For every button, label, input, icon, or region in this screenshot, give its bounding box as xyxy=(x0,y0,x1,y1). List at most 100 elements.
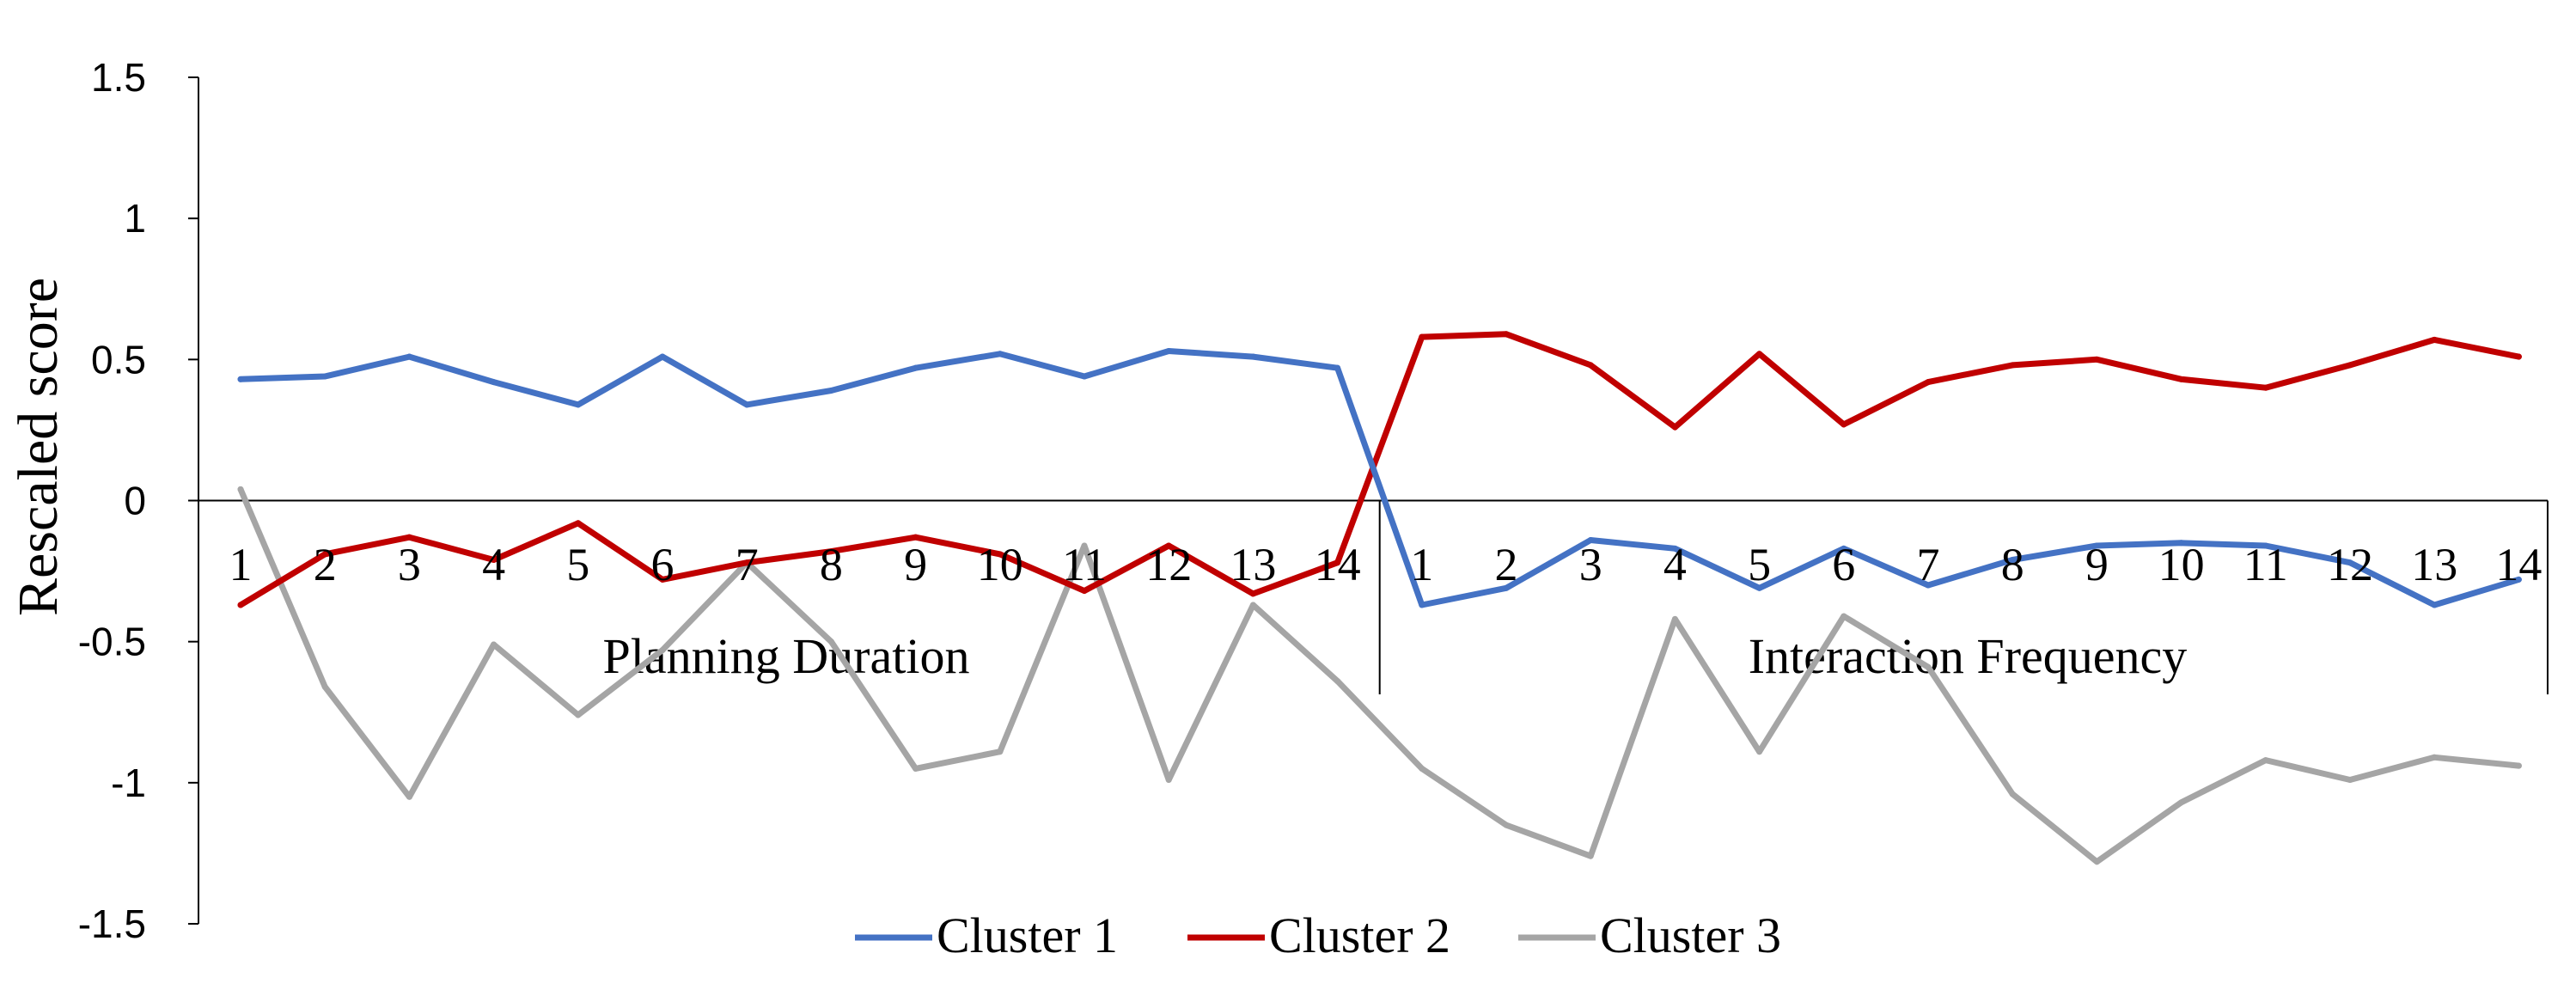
x-tick-label: 9 xyxy=(2085,539,2109,590)
data-point xyxy=(1334,559,1341,566)
x-tick-label: 7 xyxy=(736,539,759,590)
x-tick-label: 7 xyxy=(1917,539,1940,590)
data-point xyxy=(1081,588,1088,595)
data-point xyxy=(575,712,582,718)
x-tick-label: 1 xyxy=(1410,539,1433,590)
data-point xyxy=(1503,584,1510,591)
data-point xyxy=(1419,602,1425,608)
y-tick-label: -1 xyxy=(111,761,146,805)
x-tick-label: 4 xyxy=(482,539,505,590)
series-line xyxy=(237,331,2522,608)
legend-label: Cluster 3 xyxy=(1600,907,1781,963)
data-point xyxy=(1503,331,1510,338)
series-cluster-3 xyxy=(237,486,2522,865)
series-cluster-2 xyxy=(237,331,2522,608)
data-point xyxy=(2347,777,2353,784)
series-cluster-1 xyxy=(237,347,2522,608)
data-point xyxy=(659,353,666,360)
data-point xyxy=(1671,545,1678,552)
data-point xyxy=(321,683,328,690)
data-point xyxy=(827,387,834,394)
x-tick-label: 10 xyxy=(2158,539,2205,590)
data-point xyxy=(2431,602,2438,608)
legend-label: Cluster 2 xyxy=(1269,907,1450,963)
data-point xyxy=(2009,556,2016,563)
data-point xyxy=(1840,421,1847,428)
data-point xyxy=(491,641,497,648)
data-point xyxy=(1165,542,1172,549)
series xyxy=(237,331,2522,865)
y-tick-label: -1.5 xyxy=(78,901,146,946)
y-ticks: 1.510.50-0.5-1-1.5 xyxy=(78,55,198,946)
data-point xyxy=(237,376,244,382)
x-tick-label: 6 xyxy=(1832,539,1855,590)
data-point xyxy=(1756,351,1763,357)
data-point xyxy=(1165,777,1172,784)
data-point xyxy=(321,373,328,380)
y-axis-label: Rescaled score xyxy=(7,278,70,616)
x-tick-label: 12 xyxy=(2327,539,2373,590)
data-point xyxy=(2093,356,2100,363)
data-point xyxy=(237,602,244,608)
data-point xyxy=(997,748,1004,755)
x-tick-label: 14 xyxy=(2495,539,2542,590)
data-point xyxy=(2009,362,2016,369)
x-tick-label: 2 xyxy=(314,539,337,590)
group-label-planning-duration: Planning Duration xyxy=(603,628,970,684)
data-point xyxy=(1165,347,1172,354)
data-point xyxy=(2515,762,2522,769)
y-tick-label: 0 xyxy=(124,479,146,523)
legend-item-cluster-2: Cluster 2 xyxy=(1187,907,1450,963)
legend-item-cluster-1: Cluster 1 xyxy=(855,907,1118,963)
series-line xyxy=(237,486,2522,865)
data-point xyxy=(827,548,834,555)
data-point xyxy=(1249,602,1256,608)
data-point xyxy=(2431,754,2438,761)
legend-label: Cluster 1 xyxy=(937,907,1118,963)
data-point xyxy=(1587,362,1594,369)
data-point xyxy=(2515,353,2522,360)
data-point xyxy=(1925,582,1932,589)
data-point xyxy=(237,486,244,492)
data-point xyxy=(997,551,1004,558)
x-tick-label: 12 xyxy=(1145,539,1192,590)
data-point xyxy=(1756,584,1763,591)
data-point xyxy=(827,638,834,645)
data-point xyxy=(913,534,919,541)
data-point xyxy=(491,379,497,386)
data-point xyxy=(2262,384,2269,391)
x-tick-label: 6 xyxy=(651,539,675,590)
x-tick-label: 5 xyxy=(1748,539,1771,590)
data-point xyxy=(1249,590,1256,597)
data-point xyxy=(2178,799,2185,806)
data-point xyxy=(1081,373,1088,380)
x-tick-label: 10 xyxy=(977,539,1023,590)
data-point xyxy=(2515,576,2522,583)
data-point xyxy=(2262,542,2269,549)
data-point xyxy=(997,351,1004,357)
data-point xyxy=(1840,613,1847,620)
x-tick-label: 4 xyxy=(1663,539,1687,590)
data-point xyxy=(406,534,412,541)
data-point xyxy=(575,401,582,408)
data-point xyxy=(321,551,328,558)
data-point xyxy=(743,559,750,566)
data-point xyxy=(913,364,919,371)
data-point xyxy=(575,520,582,527)
x-tick-label: 11 xyxy=(1062,539,1107,590)
data-point xyxy=(1249,353,1256,360)
data-point xyxy=(2431,336,2438,343)
data-point xyxy=(2178,540,2185,547)
data-point xyxy=(659,576,666,583)
data-point xyxy=(2093,542,2100,549)
data-point xyxy=(2178,376,2185,382)
data-point xyxy=(1334,678,1341,685)
data-point xyxy=(2093,858,2100,865)
x-tick-label: 5 xyxy=(566,539,589,590)
data-point xyxy=(1503,822,1510,828)
data-point xyxy=(1756,748,1763,755)
data-point xyxy=(2262,757,2269,764)
x-tick-label: 3 xyxy=(1579,539,1602,590)
